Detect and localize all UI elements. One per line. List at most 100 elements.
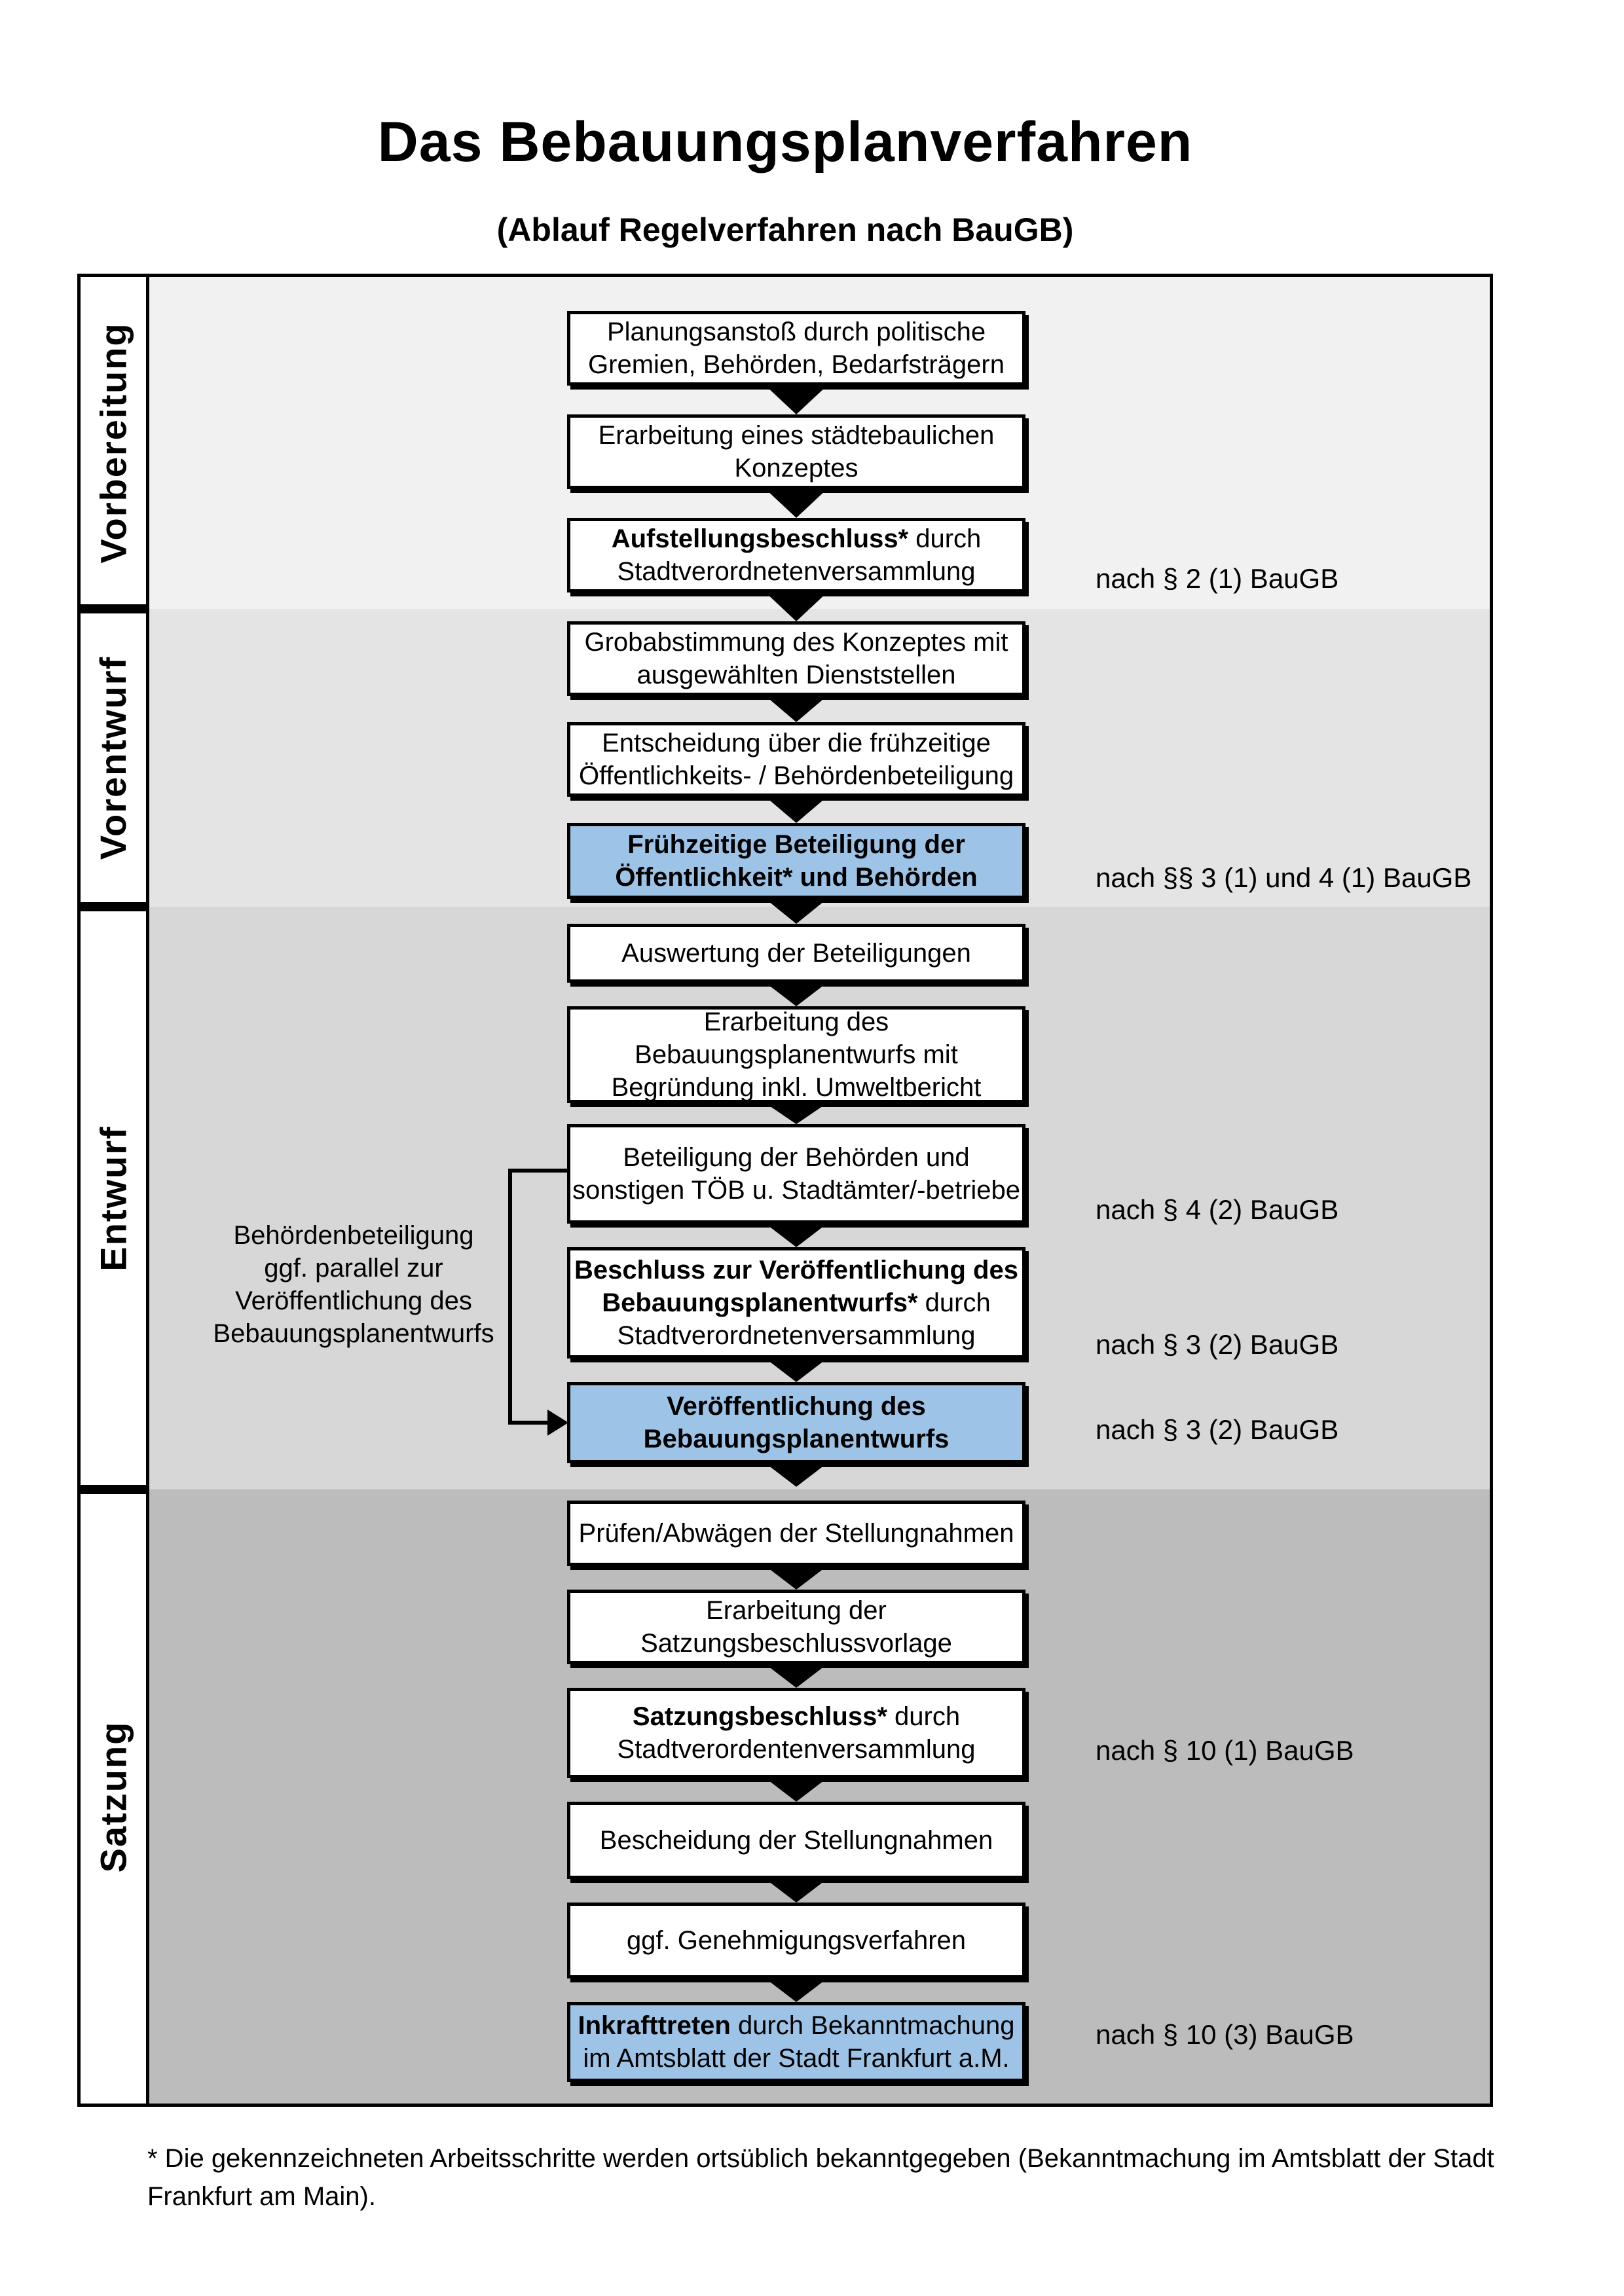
box-text: durch [917, 1288, 991, 1317]
footnote-line: * Die gekennzeichneten Arbeitsschritte w… [147, 2144, 1494, 2173]
legal-ref-aufstellungsbeschluss: nach § 2 (1) BauGB [1096, 563, 1339, 594]
box-text: Stadtverordnetenversammlung [617, 557, 976, 586]
flow-box-bescheidung: Bescheidung der Stellungnahmen [567, 1802, 1025, 1879]
page-title: Das Bebauungsplanverfahren [377, 111, 1193, 173]
connector-horizontal-line [510, 1421, 549, 1425]
legal-ref-veroeffentlichung: nach § 3 (2) BauGB [1096, 1414, 1339, 1445]
box-text: durch [887, 1702, 961, 1731]
box-text: Entscheidung über die frühzeitige [602, 729, 991, 757]
phase-label-text: Vorentwurf [92, 655, 134, 860]
flow-box-pruefen-abwaegen: Prüfen/Abwägen der Stellungnahmen [567, 1501, 1025, 1566]
flow-arrow-down [766, 1778, 827, 1802]
box-text-bold: Bebauungsplanentwurfs [643, 1425, 950, 1453]
side-note-behoerdenbeteiligung: Behördenbeteiligung ggf. parallel zur Ve… [170, 1219, 537, 1350]
box-text: Satzungsbeschlussvorlage [640, 1629, 952, 1658]
flow-arrow-down [766, 899, 827, 924]
box-text: Bescheidung der Stellungnahmen [599, 1826, 993, 1855]
box-text: Stadtverordnetenversammlung [617, 1321, 976, 1350]
flow-arrow-down [766, 386, 827, 414]
box-text: ggf. Genehmigungsverfahren [626, 1926, 967, 1955]
legal-ref-beteiligung-behoerden: nach § 4 (2) BauGB [1096, 1194, 1339, 1225]
legal-ref-fruehzeitige-beteiligung: nach §§ 3 (1) und 4 (1) BauGB [1096, 862, 1472, 893]
box-text: Öffentlichkeits- / Behördenbeteiligung [578, 761, 1014, 790]
box-text: Prüfen/Abwägen der Stellungnahmen [578, 1519, 1014, 1548]
flow-arrow-down [766, 1358, 827, 1382]
side-note-line: Bebauungsplanentwurfs [213, 1319, 494, 1348]
box-text: durch Bekanntmachung [730, 2011, 1015, 2040]
box-text: Auswertung der Beteiligungen [621, 939, 971, 968]
box-text: Stadtverordentenversammlung [617, 1735, 976, 1764]
flow-box-beteiligung-behoerden: Beteiligung der Behörden und sonstigen TÖ… [567, 1124, 1025, 1224]
box-text-bold: Aufstellungsbeschluss* [611, 524, 909, 553]
flow-arrow-down [766, 1463, 827, 1487]
flow-arrow-down [766, 1103, 827, 1124]
phase-separator [81, 604, 149, 613]
box-text: Erarbeitung der [706, 1596, 887, 1625]
phase-label-text: Vorbereitung [92, 322, 134, 564]
phase-separator [81, 1485, 149, 1494]
process-diagram: Vorbereitung Vorentwurf Entwurf Satzung … [77, 274, 1493, 2107]
flow-arrow-down [766, 489, 827, 518]
box-text-bold: Satzungsbeschluss* [632, 1702, 887, 1731]
phase-label-entwurf: Entwurf [81, 907, 146, 1489]
flow-box-inkrafttreten: Inkrafttreten durch Bekanntmachung im Amt… [567, 2002, 1025, 2082]
side-note-line: Veröffentlichung des [235, 1286, 472, 1315]
phase-separator [81, 902, 149, 911]
box-text-bold: Veröffentlichung des [667, 1392, 926, 1421]
box-text-bold: Inkrafttreten [578, 2011, 731, 2040]
flow-arrow-down [766, 1978, 827, 2002]
box-text: Grobabstimmung des Konzeptes mit [584, 628, 1008, 657]
phase-label-text: Satzung [92, 1721, 134, 1872]
box-text: durch [908, 524, 982, 553]
flow-box-genehmigungsverfahren: ggf. Genehmigungsverfahren [567, 1903, 1025, 1978]
box-text: Erarbeitung des [703, 1008, 889, 1036]
legal-ref-inkrafttreten: nach § 10 (3) BauGB [1096, 2019, 1354, 2050]
flow-arrow-down [766, 797, 827, 823]
box-text: Konzeptes [734, 454, 858, 483]
box-text: sonstigen TÖB u. Stadtämter/-betriebe [572, 1176, 1021, 1205]
side-note-line: Behördenbeteiligung [233, 1221, 474, 1250]
box-text: ausgewählten Dienststellen [637, 661, 956, 689]
connector-stub-line [510, 1169, 567, 1173]
phase-label-column: Vorbereitung Vorentwurf Entwurf Satzung [81, 277, 149, 2104]
box-text: Begründung inkl. Umweltbericht [611, 1073, 982, 1102]
footnote: * Die gekennzeichneten Arbeitsschritte w… [147, 2140, 1529, 2215]
box-text-bold: Frühzeitige Beteiligung der [627, 830, 965, 859]
box-text: Gremien, Behörden, Bedarfsträgern [588, 350, 1005, 379]
connector-vertical-line [508, 1169, 512, 1425]
box-text: im Amtsblatt der Stadt Frankfurt a.M. [583, 2044, 1010, 2073]
footnote-line: Frankfurt am Main). [147, 2182, 376, 2211]
flow-box-grobabstimmung: Grobabstimmung des Konzeptes mit ausgewäh… [567, 621, 1025, 696]
flow-arrow-down [766, 1566, 827, 1590]
legal-ref-satzungsbeschluss: nach § 10 (1) BauGB [1096, 1735, 1354, 1766]
flow-arrow-down [766, 696, 827, 722]
legal-ref-beschluss-veroeffentlichung: nach § 3 (2) BauGB [1096, 1329, 1339, 1360]
box-text: Bebauungsplanentwurfs mit [635, 1040, 958, 1069]
phase-label-text: Entwurf [92, 1125, 134, 1271]
flow-arrow-down [766, 1879, 827, 1903]
box-text-bold: Beschluss zur Veröffentlichung des [574, 1256, 1018, 1285]
phase-label-satzung: Satzung [81, 1489, 146, 2104]
page-subtitle: (Ablauf Regelverfahren nach BauGB) [496, 211, 1074, 248]
flow-box-auswertung: Auswertung der Beteiligungen [567, 924, 1025, 983]
flow-arrow-down [766, 1224, 827, 1247]
box-text: Erarbeitung eines städtebaulichen [598, 421, 995, 450]
connector-arrowhead-right [547, 1410, 568, 1436]
flow-arrow-down [766, 983, 827, 1006]
box-text-bold: Öffentlichkeit* und Behörden [615, 863, 978, 892]
box-text-bold: Bebauungsplanentwurfs* [602, 1288, 918, 1317]
flow-arrow-down [766, 592, 827, 621]
box-text: Beteiligung der Behörden und [623, 1143, 970, 1172]
phase-label-vorentwurf: Vorentwurf [81, 609, 146, 907]
flow-arrow-down [766, 1664, 827, 1688]
